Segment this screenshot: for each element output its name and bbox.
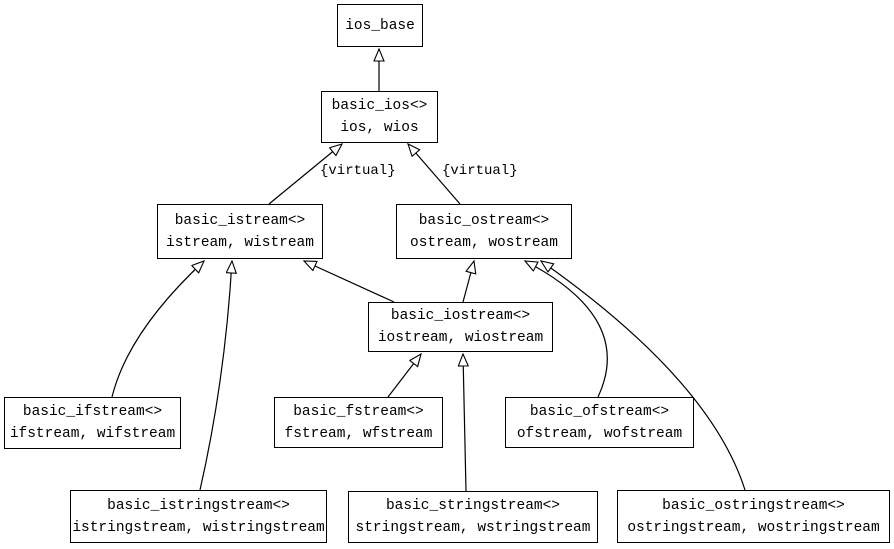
node-basic-ostringstream: basic_ostringstream<> ostringstream, wos… — [617, 490, 890, 543]
node-typedefs: ostream, wostream — [410, 234, 558, 251]
node-title: basic_iostream<> — [390, 308, 531, 324]
node-typedefs: ostringstream, wostringstream — [627, 519, 880, 536]
edge-basic-istream-to-basic-ios — [268, 144, 342, 205]
edge-basic-fstream-to-basic-iostream — [387, 354, 421, 398]
node-title: basic_ifstream<> — [22, 404, 163, 420]
node-basic-istream: basic_istream<> istream, wistream — [157, 204, 323, 259]
edge-basic-iostream-to-basic-istream — [304, 261, 395, 303]
edge-basic-ostringstream-to-basic-ostream — [541, 261, 746, 491]
edge-basic-ifstream-to-basic-istream — [111, 261, 204, 398]
node-ios-base: ios_base — [337, 4, 423, 47]
node-typedefs: ifstream, wifstream — [9, 426, 176, 442]
virtual-inheritance-label-left: {virtual} — [320, 163, 396, 179]
node-typedefs: istream, wistream — [166, 234, 314, 251]
virtual-inheritance-label-right: {virtual} — [442, 163, 518, 179]
edge-basic-istringstream-to-basic-istream — [199, 261, 232, 491]
node-basic-ofstream: basic_ofstream<> ofstream, wofstream — [505, 397, 694, 448]
node-title: ios_base — [345, 17, 415, 34]
node-basic-ios: basic_ios<> ios, wios — [321, 91, 438, 143]
node-basic-fstream: basic_fstream<> fstream, wfstream — [274, 397, 443, 448]
node-title: basic_ostream<> — [418, 212, 550, 229]
node-basic-istringstream: basic_istringstream<> istringstream, wis… — [70, 490, 327, 543]
edge-basic-iostream-to-basic-ostream — [462, 261, 474, 303]
edge-basic-ofstream-to-basic-ostream — [525, 261, 608, 398]
node-typedefs: iostream, wiostream — [377, 330, 544, 346]
node-basic-iostream: basic_iostream<> iostream, wiostream — [368, 302, 553, 352]
node-title: basic_fstream<> — [293, 403, 424, 420]
node-typedefs: ofstream, wofstream — [516, 425, 683, 442]
edge-basic-ostream-to-basic-ios — [408, 144, 461, 205]
node-typedefs: fstream, wfstream — [284, 425, 433, 442]
node-title: basic_istringstream<> — [107, 497, 290, 514]
node-title: basic_ostringstream<> — [662, 497, 845, 514]
node-typedefs: stringstream, wstringstream — [355, 520, 591, 536]
node-basic-ostream: basic_ostream<> ostream, wostream — [396, 204, 572, 259]
edge-basic-stringstream-to-basic-iostream — [463, 354, 466, 492]
node-title: basic_istream<> — [174, 212, 306, 229]
node-basic-stringstream: basic_stringstream<> stringstream, wstri… — [348, 491, 598, 543]
node-typedefs: istringstream, wistringstream — [72, 519, 325, 536]
node-basic-ifstream: basic_ifstream<> ifstream, wifstream — [4, 397, 181, 449]
node-typedefs: ios, wios — [340, 120, 419, 136]
node-title: basic_ofstream<> — [529, 403, 670, 420]
node-title: basic_ios<> — [331, 98, 428, 114]
node-title: basic_stringstream<> — [385, 498, 561, 514]
